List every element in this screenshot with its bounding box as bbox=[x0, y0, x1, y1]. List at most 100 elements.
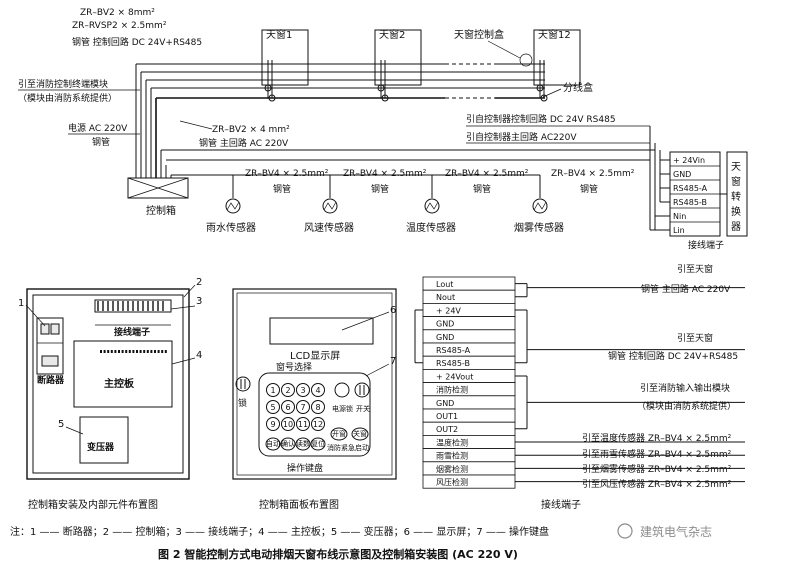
callout-2: 2 bbox=[196, 277, 202, 288]
rain-sensor-icon bbox=[225, 198, 241, 214]
skylight-pin-lin: Lin bbox=[673, 226, 685, 235]
terminal-row: 温度检测 bbox=[422, 434, 516, 449]
skylight-control-box-label: 天窗控制盒 bbox=[454, 28, 504, 41]
number-key[interactable]: 5 bbox=[266, 400, 280, 414]
number-key[interactable]: 7 bbox=[296, 400, 310, 414]
to-skylight-ctrl-2: 钢管 控制回路 DC 24V+RS485 bbox=[608, 350, 738, 362]
open-window-key: 开窗 bbox=[332, 429, 346, 438]
to-skylight-ctrl-1: 引至天窗 bbox=[677, 332, 713, 344]
skylight-pin-rs485b: RS485-B bbox=[673, 198, 707, 207]
function-key[interactable]: 复位 bbox=[310, 437, 326, 451]
number-key-label: 6 bbox=[285, 403, 290, 412]
sensor-pipe-1: 钢管 bbox=[273, 183, 291, 195]
watermark: 建筑电气杂志 bbox=[617, 523, 712, 539]
callout-4: 4 bbox=[196, 350, 202, 361]
number-key-label: 9 bbox=[270, 420, 275, 429]
sensor-cable-2: ZR–BV4 × 2.5mm² bbox=[343, 169, 427, 179]
terminal-row: 消防检测 bbox=[422, 382, 516, 397]
skylight-2-label: 天窗2 bbox=[379, 28, 405, 41]
cabinet-main-board-label: 主控板 bbox=[104, 377, 135, 390]
figure-note: 注：1 —— 断路器；2 —— 控制箱；3 —— 接线端子；4 —— 主控板；5… bbox=[10, 525, 549, 538]
sensor-cable-labels: ZR–BV4 × 2.5mm² 钢管 ZR–BV4 × 2.5mm² 钢管 ZR… bbox=[245, 169, 635, 195]
skylight-converter-label: 天窗转换器 bbox=[731, 162, 741, 233]
callout-3: 3 bbox=[196, 296, 202, 307]
function-key[interactable]: 确认 bbox=[280, 437, 296, 451]
trunk-lines bbox=[136, 62, 545, 100]
switch-icon bbox=[354, 382, 370, 398]
rain-sensor-label: 雨水传感器 bbox=[206, 221, 256, 234]
lock-label: 锁 bbox=[238, 397, 247, 409]
temperature-sensor-icon bbox=[424, 198, 440, 214]
number-key-label: 7 bbox=[300, 403, 305, 412]
keyboard-label: 操作键盘 bbox=[287, 462, 323, 474]
sensor-pipe-4: 钢管 bbox=[580, 183, 598, 195]
number-key[interactable]: 2 bbox=[281, 383, 295, 397]
skylight-1: 天窗1 bbox=[261, 28, 309, 86]
number-key[interactable]: 11 bbox=[296, 417, 310, 431]
number-key[interactable]: 12 bbox=[311, 417, 325, 431]
function-key[interactable]: 读数 bbox=[295, 437, 311, 451]
sensor-icons bbox=[225, 198, 548, 214]
wechat-icon bbox=[617, 523, 633, 539]
power-lock-label: 电源锁 bbox=[332, 404, 353, 413]
number-key-label: 3 bbox=[300, 386, 305, 395]
number-key[interactable]: 6 bbox=[281, 400, 295, 414]
terminal-row-label: + 24V bbox=[436, 306, 461, 315]
cabinet-transformer bbox=[79, 416, 129, 464]
fire-link-note: （模块由消防系统提供） bbox=[18, 92, 117, 104]
skylight-12-label: 天窗12 bbox=[538, 28, 571, 41]
to-smoke-sensor: 引至烟雾传感器 ZR–BV4 × 2.5mm² bbox=[582, 463, 732, 475]
terminal-row-label: 风压检测 bbox=[436, 477, 468, 487]
number-key-label: 5 bbox=[270, 403, 275, 412]
terminal-row: 风压检测 bbox=[422, 474, 516, 489]
main-board-pins bbox=[100, 350, 167, 353]
terminal-row: + 24Vout bbox=[422, 368, 516, 383]
terminal-row: GND bbox=[422, 316, 516, 331]
terminal-row-label: GND bbox=[436, 320, 454, 329]
skylight-pin-rs485a: RS485-A bbox=[673, 184, 708, 193]
number-key[interactable]: 1 bbox=[266, 383, 280, 397]
fire-emergency-label: 消防紧急启动 bbox=[327, 443, 369, 452]
terminal-strip-teeth bbox=[97, 301, 164, 311]
number-key[interactable]: 10 bbox=[281, 417, 295, 431]
skylight-pin-nin: Nin bbox=[673, 212, 686, 221]
number-key[interactable]: 8 bbox=[311, 400, 325, 414]
terminal-row: RS485-B bbox=[422, 355, 516, 370]
function-key-label: 读数 bbox=[296, 439, 310, 448]
terminal-row-label: Lout bbox=[436, 280, 453, 289]
cabinet-caption: 控制箱安装及内部元件布置图 bbox=[28, 498, 158, 511]
terminal-row: GND bbox=[422, 329, 516, 344]
control-box-label: 控制箱 bbox=[146, 204, 176, 217]
terminal-row: + 24V bbox=[422, 302, 516, 317]
to-fire-module-2: （模块由消防系统提供） bbox=[637, 400, 736, 412]
number-key-label: 4 bbox=[315, 386, 320, 395]
to-rain-sensor: 引至雨雪传感器 ZR–BV4 × 2.5mm² bbox=[582, 448, 732, 460]
skylight-terminal-block: + 24Vin GND RS485-A RS485-B Nin Lin 天窗转换… bbox=[669, 151, 748, 237]
function-key-label: 自动 bbox=[266, 439, 280, 448]
callout-7: 7 bbox=[390, 356, 396, 367]
window-select-label: 窗号选择 bbox=[276, 361, 312, 373]
number-key[interactable]: 4 bbox=[311, 383, 325, 397]
terminal-row-label: 雨雪检测 bbox=[436, 451, 468, 461]
terminal-row-label: 烟雾检测 bbox=[436, 464, 468, 474]
number-key-label: 11 bbox=[298, 420, 308, 429]
terminal-row: 雨雪检测 bbox=[422, 448, 516, 463]
to-skylight-main-2: 钢管 主回路 AC 220V bbox=[641, 283, 731, 295]
terminal-row-label: GND bbox=[436, 399, 454, 408]
cabinet-callouts: 1 2 3 4 5 bbox=[18, 277, 202, 435]
main-circuit-cable: ZR–BV2 × 4 mm² bbox=[212, 125, 290, 135]
terminal-row-label: OUT2 bbox=[436, 425, 458, 434]
control-box-icon bbox=[519, 53, 533, 67]
number-key[interactable]: 9 bbox=[266, 417, 280, 431]
from-controller-control-label: 引自控制器控制回路 DC 24V RS485 bbox=[466, 113, 616, 125]
riser-lines bbox=[135, 64, 172, 178]
number-key[interactable]: 3 bbox=[296, 383, 310, 397]
junction-box-label: 分线盒 bbox=[563, 81, 593, 94]
control-box bbox=[127, 177, 189, 199]
function-key[interactable]: 自动 bbox=[265, 437, 281, 451]
panel-callouts: 6 7 bbox=[341, 305, 396, 377]
number-key-label: 2 bbox=[285, 386, 290, 395]
main-circuit-label: 钢管 主回路 AC 220V bbox=[199, 137, 289, 149]
